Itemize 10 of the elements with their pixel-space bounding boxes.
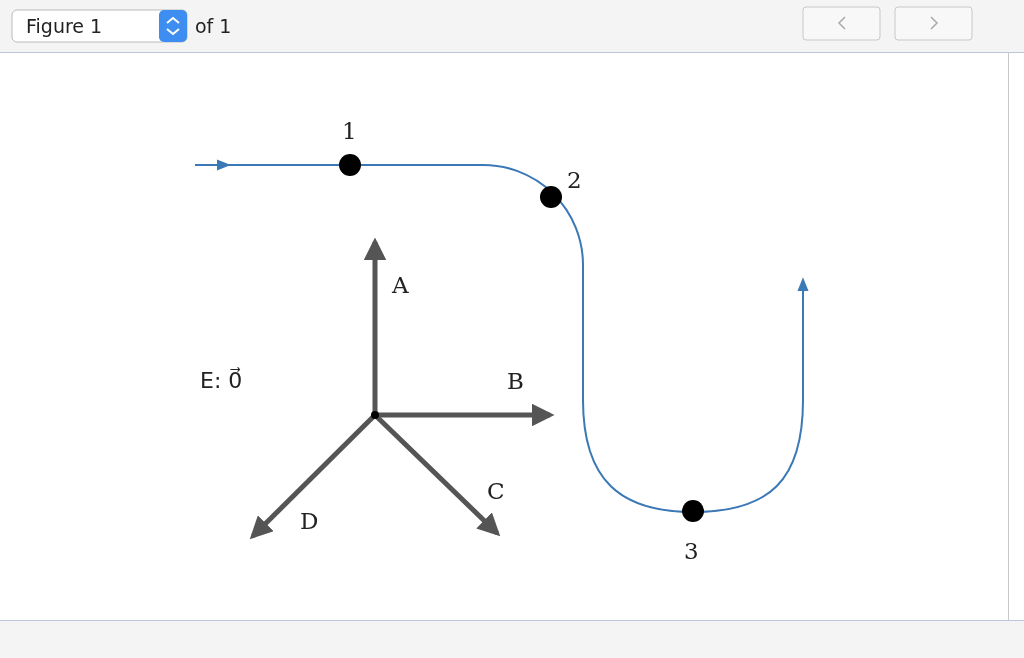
vector-label: C [487, 478, 505, 506]
vector-label: B [507, 368, 524, 396]
point-label: 2 [567, 167, 582, 195]
vector-label: A [392, 272, 409, 300]
vector-label: D [300, 508, 319, 536]
point-label: 3 [684, 538, 699, 566]
vector-label: E: 0⃗ [200, 368, 243, 395]
dropdown-label: Figure 1 [26, 15, 103, 38]
point-label: 1 [342, 118, 357, 146]
page-count: of 1 [195, 15, 232, 38]
